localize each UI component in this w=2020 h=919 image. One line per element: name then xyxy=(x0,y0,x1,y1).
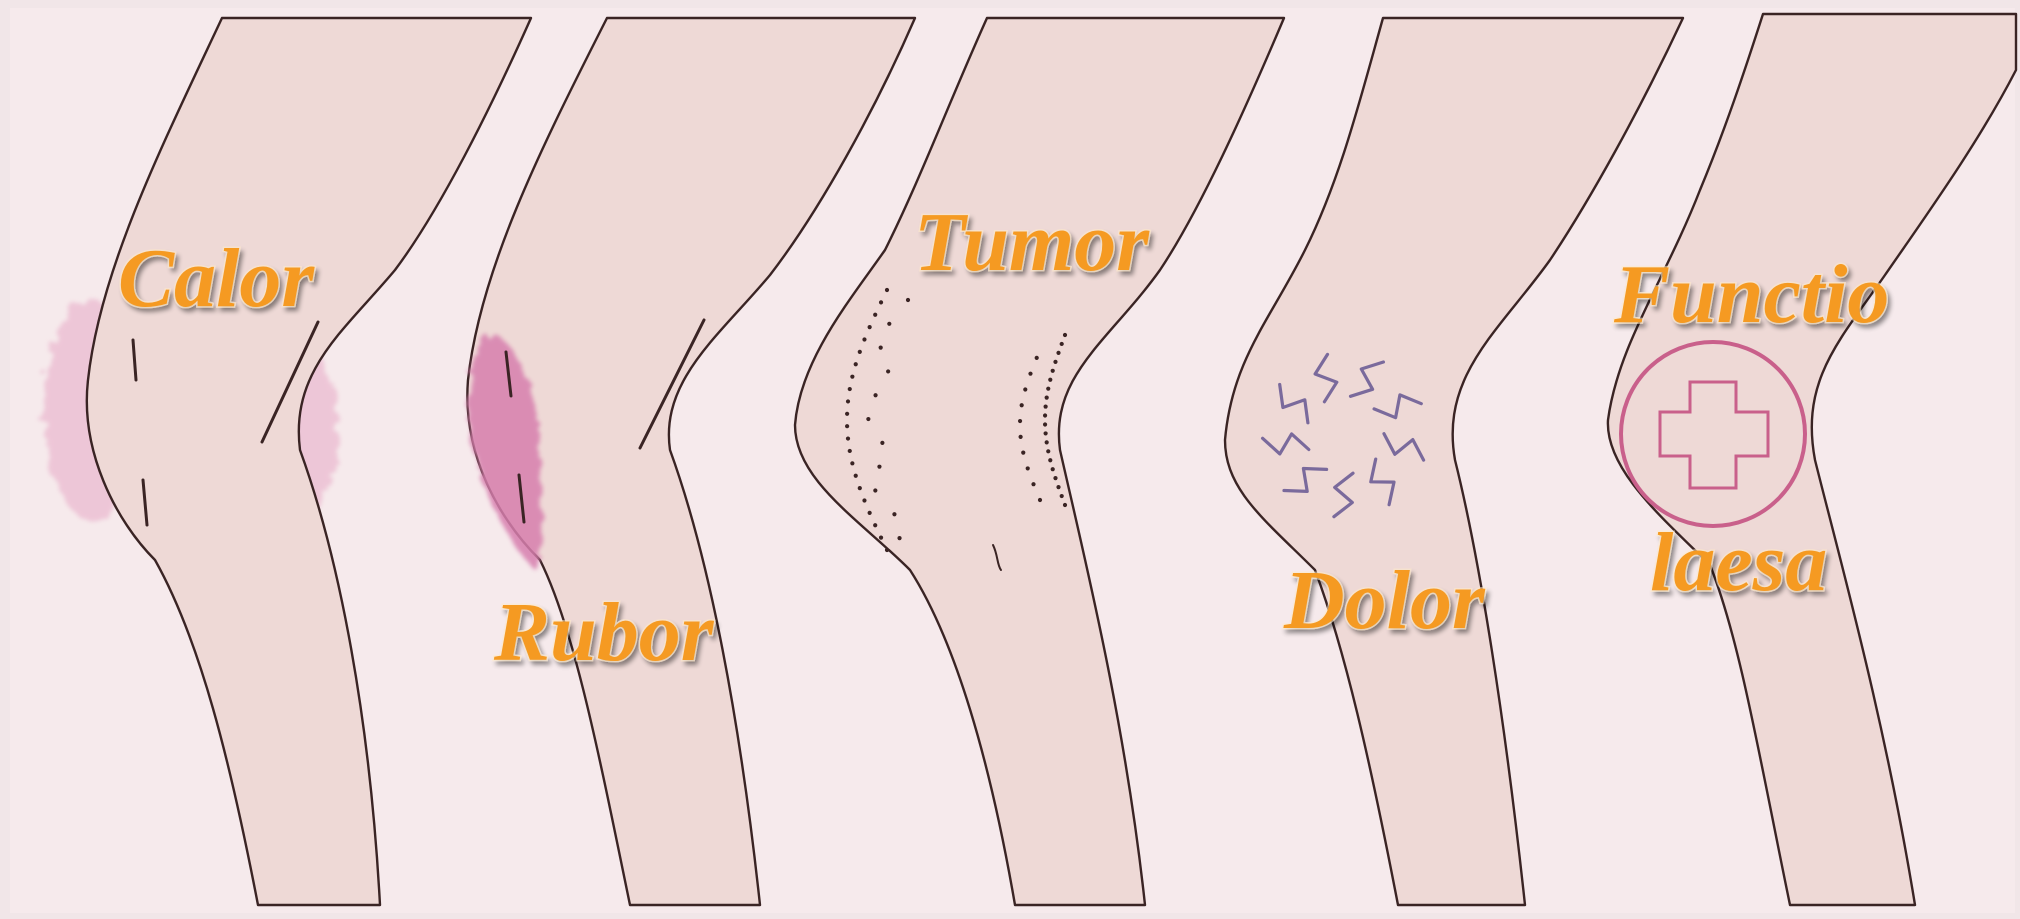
swelling-dot xyxy=(846,436,850,440)
label-dolor: Dolor xyxy=(1283,554,1486,647)
swelling-dot xyxy=(1043,413,1047,417)
swelling-dot xyxy=(848,387,852,391)
swelling-dot xyxy=(880,441,884,445)
swelling-dot xyxy=(1045,440,1049,444)
swelling-dot xyxy=(1019,435,1023,439)
swelling-dot xyxy=(846,399,850,403)
swelling-dot xyxy=(1018,419,1022,423)
swelling-dot xyxy=(887,322,891,326)
swelling-dot xyxy=(862,498,866,502)
label-rubor: Rubor xyxy=(493,586,715,679)
swelling-dot xyxy=(877,465,881,469)
swelling-dot xyxy=(1051,369,1055,373)
swelling-dot xyxy=(897,536,901,540)
label-calor: Calor xyxy=(118,232,315,325)
swelling-dot xyxy=(885,288,889,292)
swelling-dot xyxy=(1043,422,1047,426)
swelling-dot xyxy=(850,375,854,379)
swelling-dot xyxy=(1045,396,1049,400)
swelling-dot xyxy=(1063,333,1067,337)
swelling-dot xyxy=(1046,449,1050,453)
swelling-dot xyxy=(1028,372,1032,376)
swelling-dot xyxy=(1053,476,1057,480)
swelling-dot xyxy=(879,346,883,350)
swelling-dot xyxy=(879,536,883,540)
swelling-dot xyxy=(1035,356,1039,360)
swelling-dot xyxy=(1060,342,1064,346)
swelling-dot xyxy=(868,325,872,329)
swelling-dot xyxy=(1060,494,1064,498)
swelling-dot xyxy=(1056,485,1060,489)
swelling-dot xyxy=(1048,458,1052,462)
swelling-dot xyxy=(848,449,852,453)
swelling-dot xyxy=(845,424,849,428)
swelling-dot xyxy=(873,523,877,527)
swelling-dot xyxy=(1023,387,1027,391)
label-laesa: laesa xyxy=(1650,516,1827,609)
swelling-dot xyxy=(858,486,862,490)
swelling-dot xyxy=(1020,403,1024,407)
swelling-dot xyxy=(1026,466,1030,470)
swelling-dot xyxy=(1051,467,1055,471)
label-functio: Functio xyxy=(1613,248,1889,341)
swelling-dot xyxy=(906,298,910,302)
swelling-dot xyxy=(1053,360,1057,364)
swelling-dot xyxy=(885,548,889,552)
swelling-dot xyxy=(886,369,890,373)
swelling-dot xyxy=(873,393,877,397)
swelling-dot xyxy=(1044,431,1048,435)
swelling-dot xyxy=(1044,404,1048,408)
swelling-dot xyxy=(850,461,854,465)
swelling-dot xyxy=(858,350,862,354)
swelling-dot xyxy=(1056,351,1060,355)
swelling-dot xyxy=(862,337,866,341)
swelling-dot xyxy=(1063,503,1067,507)
swelling-dot xyxy=(866,417,870,421)
swelling-dot xyxy=(873,488,877,492)
label-tumor: Tumor xyxy=(914,196,1150,289)
swelling-dot xyxy=(868,511,872,515)
swelling-dot xyxy=(1021,451,1025,455)
swelling-dot xyxy=(854,362,858,366)
swelling-dot xyxy=(879,300,883,304)
swelling-dot xyxy=(1046,387,1050,391)
swelling-dot xyxy=(892,512,896,516)
swelling-dot xyxy=(854,474,858,478)
swelling-dot xyxy=(1048,378,1052,382)
swelling-dot xyxy=(845,412,849,416)
swelling-dot xyxy=(1031,482,1035,486)
swelling-dot xyxy=(1038,498,1042,502)
swelling-dot xyxy=(873,313,877,317)
